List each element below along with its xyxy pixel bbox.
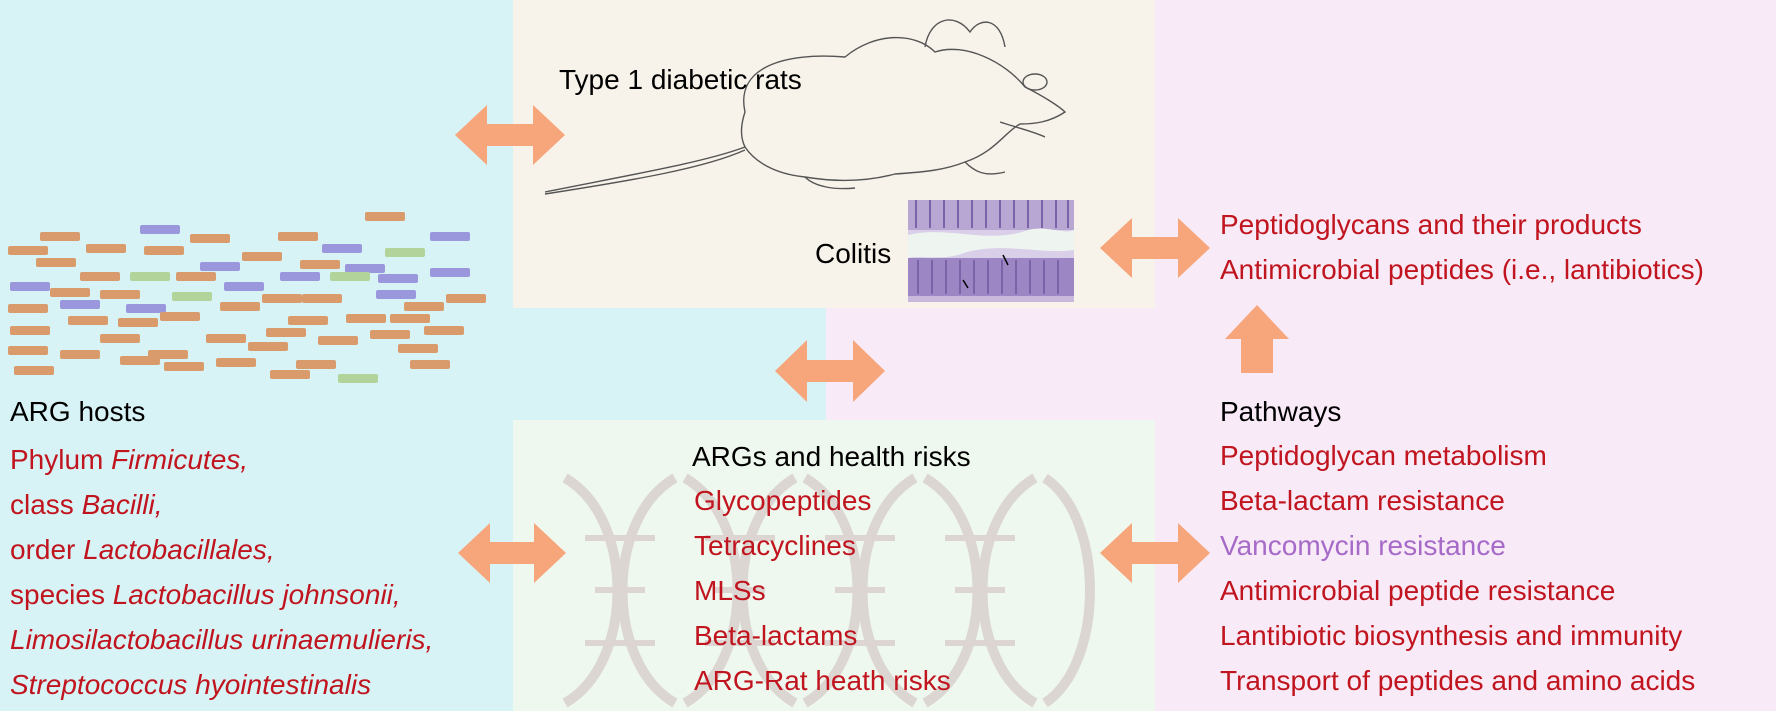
host-line: class Bacilli, [10,489,163,520]
peptido-list: Peptidoglycans and their products Antimi… [1220,202,1704,292]
dna-helix-icon [562,473,1095,708]
pathway-item: Transport of peptides and amino acids [1220,665,1696,696]
arg-item: ARG-Rat heath risks [694,665,951,696]
arg-hosts-list: Phylum Firmicutes, class Bacilli, order … [10,437,433,707]
bacteria-bars-cluster [0,0,500,400]
double-arrow-rat-peptido [1100,218,1210,278]
pathway-item: Peptidoglycan metabolism [1220,440,1547,471]
pathways-title: Pathways [1220,396,1342,427]
double-arrow-args-pathways [1100,523,1210,583]
pathway-item: Beta-lactam resistance [1220,485,1505,516]
host-line: Streptococcus hyointestinalis [10,669,372,700]
arg-item: Beta-lactams [694,620,858,651]
args-title: ARGs and health risks [692,441,971,472]
args-list: Glycopeptides Tetracyclines MLSs Beta-la… [694,478,951,703]
arg-item: MLSs [694,575,766,606]
pathway-item: Lantibiotic biosynthesis and immunity [1220,620,1683,651]
host-line: order Lactobacillales, [10,534,275,565]
host-line: Limosilactobacillus urinaemulieris, [10,624,434,655]
pathway-item-highlight: Vancomycin resistance [1220,530,1506,561]
up-arrow-pathways-peptido [1225,305,1289,373]
rat-icon [544,19,1067,195]
peptido-item: Antimicrobial peptides (i.e., lantibioti… [1220,254,1704,285]
double-arrow-center [775,340,885,402]
peptido-item: Peptidoglycans and their products [1220,209,1642,240]
colitis-label: Colitis [815,238,892,269]
host-line: species Lactobacillus johnsonii, [10,579,401,610]
double-arrow-hosts-args [458,523,566,583]
rat-label: Type 1 diabetic rats [559,64,802,95]
double-arrow-hosts-rat [455,105,565,165]
arg-item: Glycopeptides [694,485,872,516]
pathway-item: Antimicrobial peptide resistance [1220,575,1616,606]
arg-item: Tetracyclines [694,530,856,561]
pathways-list: Peptidoglycan metabolism Beta-lactam res… [1220,433,1695,703]
host-line: Phylum Firmicutes, [10,444,249,475]
arg-hosts-title: ARG hosts [10,396,146,427]
colitis-histology-image [908,200,1074,302]
